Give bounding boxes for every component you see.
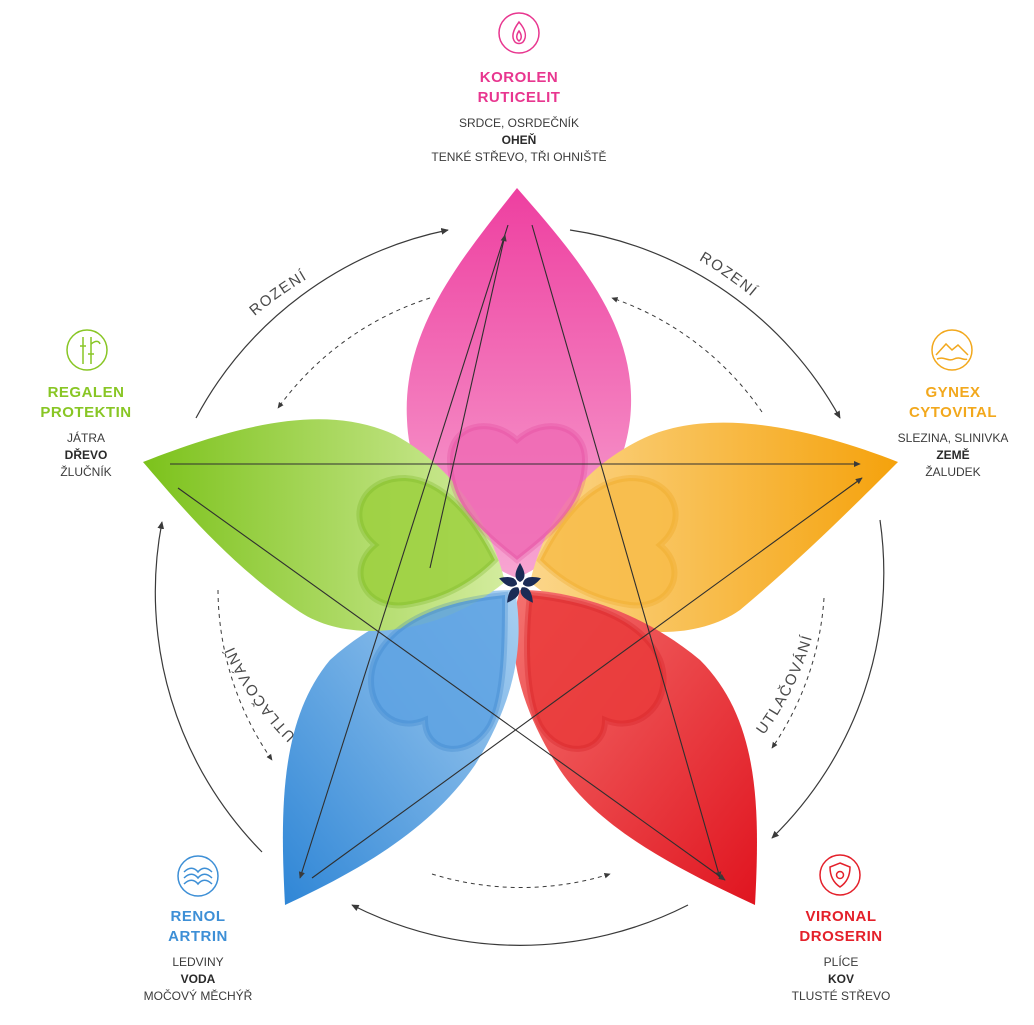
wood-element: DŘEVO <box>65 447 108 462</box>
heart-wood <box>356 474 499 609</box>
wood-product-1: REGALEN <box>48 384 125 401</box>
earth-organs: SLEZINA, SLINIVKA <box>898 431 1009 445</box>
earth-product-1: GYNEX <box>925 384 980 401</box>
heart-earth <box>536 474 679 609</box>
heart-water <box>368 591 509 752</box>
center-flower-icon <box>499 563 541 603</box>
label-metal: VIRONAL DROSERIN PLÍCE KOV TLUSTÉ STŘEVO <box>792 908 891 1003</box>
metal-organs-2: TLUSTÉ STŘEVO <box>792 988 891 1003</box>
generation-label-left: ROZENÍ <box>246 267 310 319</box>
earth-element: ZEMĚ <box>936 447 969 462</box>
metal-organs: PLÍCE <box>824 954 859 969</box>
water-product-2: ARTRIN <box>168 928 228 945</box>
water-organs-2: MOČOVÝ MĚCHÝŘ <box>144 988 253 1003</box>
metal-product-2: DROSERIN <box>799 928 882 945</box>
fire-organs: SRDCE, OSRDEČNÍK <box>459 115 579 130</box>
shield-icon <box>819 854 861 896</box>
earth-organs-2: ŽALUDEK <box>925 464 980 479</box>
label-earth: GYNEX CYTOVITAL SLEZINA, SLINIVKA ZEMĚ Ž… <box>898 384 1009 479</box>
control-label-left: UTLAČOVÁNÍ <box>221 643 298 745</box>
wood-organs-2: ŽLUČNÍK <box>60 464 111 479</box>
waves-icon <box>177 855 219 897</box>
connection-lines <box>170 224 863 881</box>
water-product-1: RENOL <box>171 908 226 925</box>
water-element: VODA <box>181 972 216 986</box>
generation-cycle-arrows <box>154 228 885 946</box>
flame-icon <box>498 12 540 54</box>
mountain-icon <box>931 329 973 371</box>
wood-product-2: PROTEKTIN <box>40 404 131 421</box>
label-wood: REGALEN PROTEKTIN JÁTRA DŘEVO ŽLUČNÍK <box>40 384 131 479</box>
fire-organs-2: TENKÉ STŘEVO, TŘI OHNIŠTĚ <box>431 149 606 164</box>
label-water: RENOL ARTRIN LEDVINY VODA MOČOVÝ MĚCHÝŘ <box>144 908 253 1003</box>
fire-product-1: KOROLEN <box>480 69 559 86</box>
earth-product-2: CYTOVITAL <box>909 404 997 421</box>
water-organs: LEDVINY <box>172 955 223 969</box>
fire-product-2: RUTICELIT <box>478 89 561 106</box>
wood-organs: JÁTRA <box>67 430 105 445</box>
fire-element: OHEŇ <box>502 132 537 147</box>
metal-element: KOV <box>828 972 854 986</box>
heart-fire <box>446 423 589 564</box>
control-cycle-arrows <box>217 297 825 888</box>
control-label-right: UTLAČOVÁNÍ <box>753 633 816 738</box>
bamboo-icon <box>66 329 108 371</box>
label-fire: KOROLEN RUTICELIT SRDCE, OSRDEČNÍK OHEŇ … <box>431 69 606 164</box>
metal-product-1: VIRONAL <box>806 908 877 925</box>
